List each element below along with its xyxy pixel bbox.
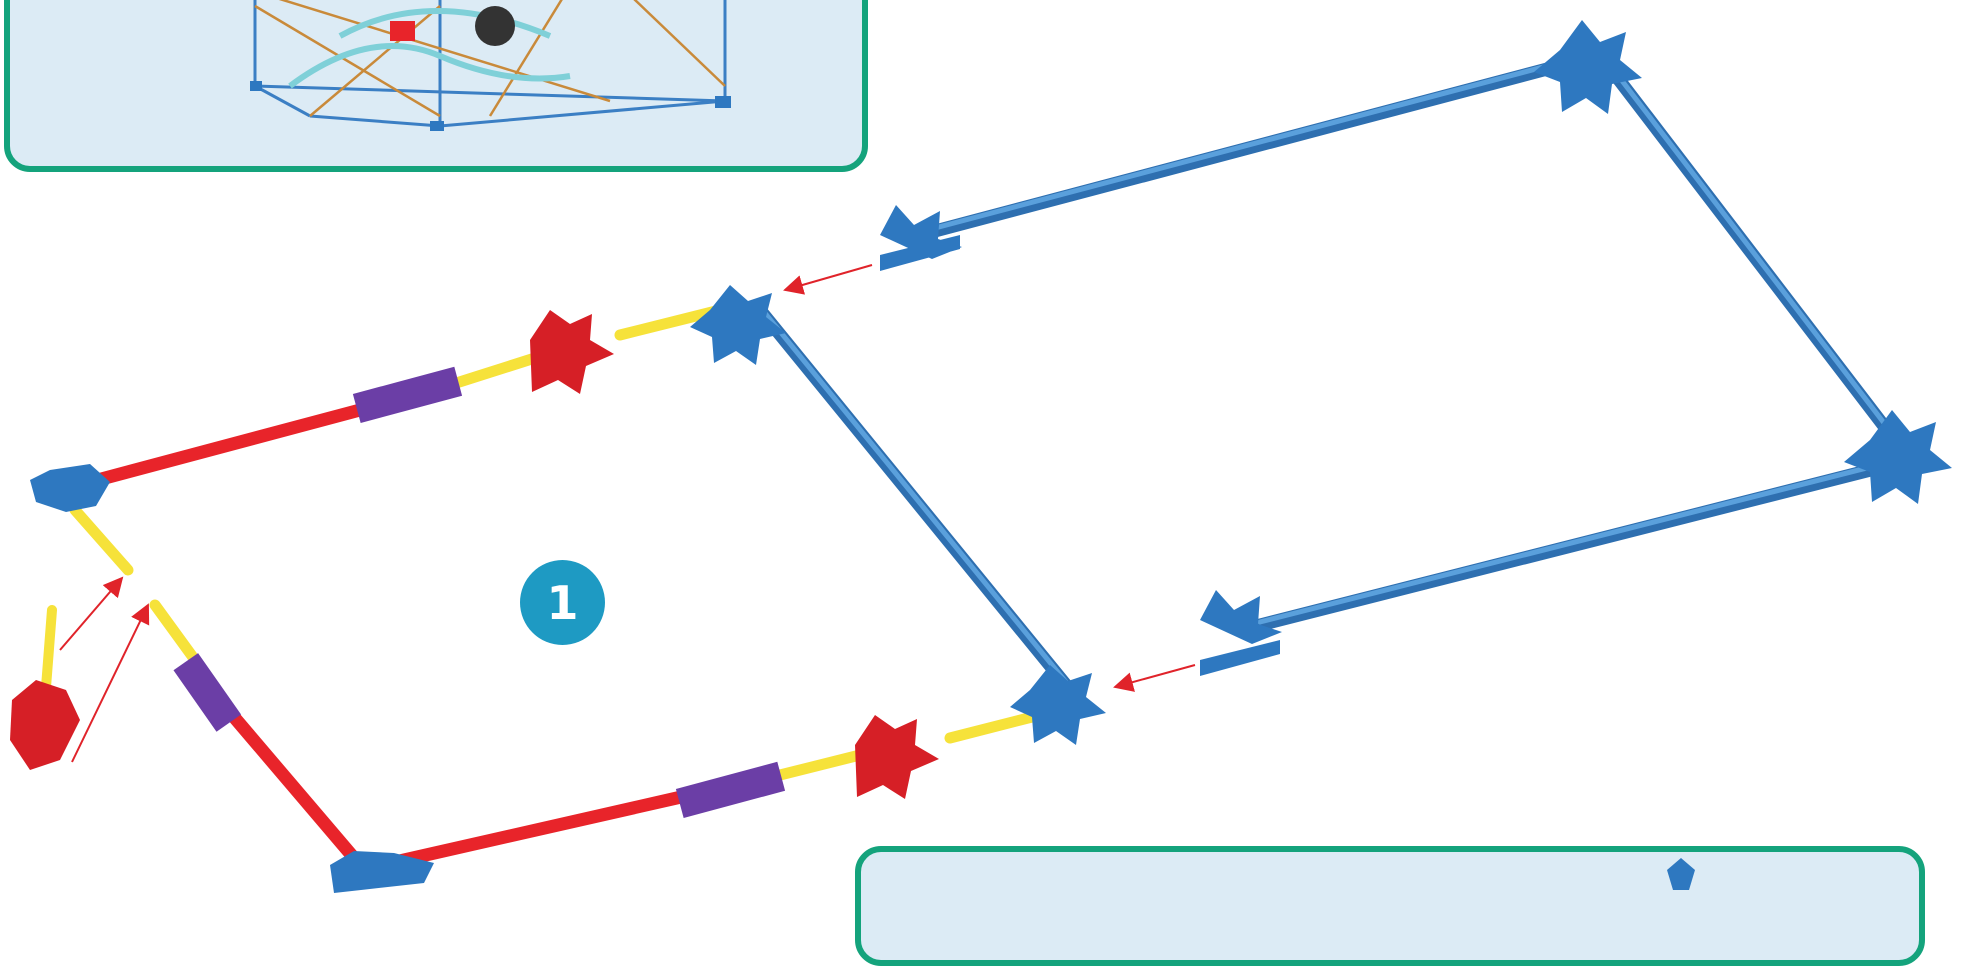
- assembly-arrows: [59, 264, 1196, 763]
- step-number: 1: [546, 575, 579, 630]
- blue-connector-icon: [1667, 858, 1695, 890]
- step-number-badge: 1: [520, 560, 605, 645]
- blue-frame: [753, 48, 1917, 697]
- left-frame-top: [53, 304, 726, 497]
- coaster-preview-icon: [250, 0, 731, 131]
- blue-connector-icon: [30, 20, 1952, 893]
- red-connector-icon: [10, 310, 939, 799]
- assembly-diagram: [10, 20, 1952, 893]
- preview-panel-top: [4, 0, 868, 172]
- left-frame-bottom: [353, 709, 1046, 877]
- left-diagonals: [40, 504, 367, 872]
